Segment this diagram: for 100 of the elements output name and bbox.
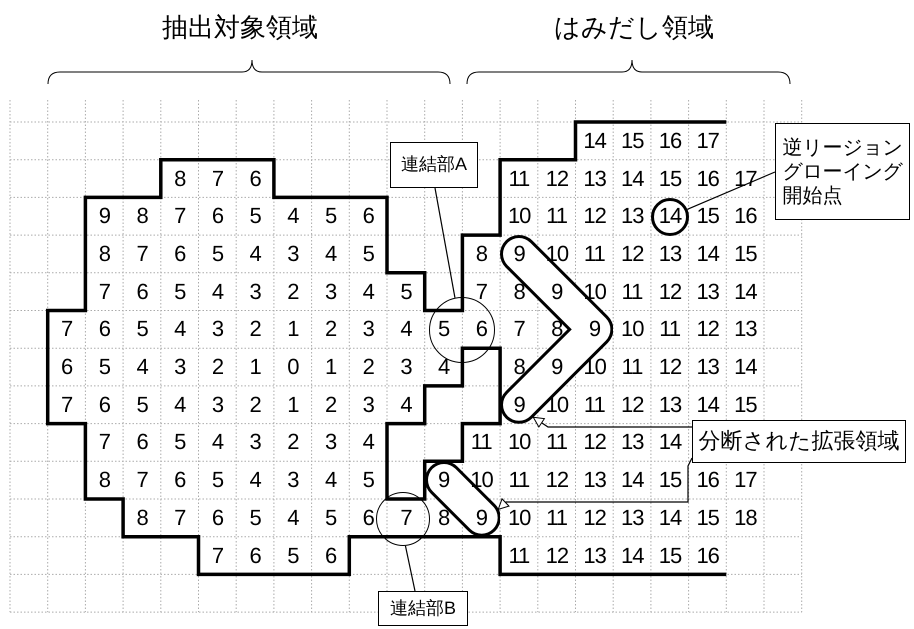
number: 4 [438,356,450,378]
number: 6 [174,469,186,492]
number: 12 [583,205,606,228]
number: 3 [250,280,261,303]
number: 4 [136,356,148,378]
number: 2 [212,356,224,378]
number: 13 [658,242,682,265]
number: 14 [621,544,644,567]
number: 4 [250,469,261,492]
number: 4 [400,394,412,416]
number: 13 [583,469,606,492]
number: 3 [287,242,298,265]
number: 4 [362,280,374,303]
number: 8 [98,242,110,265]
number: 13 [583,544,606,567]
number: 12 [546,168,568,190]
number: 3 [324,280,336,303]
leader-line [434,188,456,298]
number: 10 [508,506,530,529]
number: 15 [621,130,644,152]
number: 7 [400,506,412,529]
number: 17 [734,469,757,492]
number: 10 [470,469,493,492]
number: 13 [734,318,757,340]
start-point-circle [651,198,689,236]
number: 7 [513,318,525,340]
number: 11 [508,168,530,190]
number: 7 [61,394,72,416]
number: 8 [476,242,487,265]
number: 6 [98,394,110,416]
number: 11 [584,394,605,416]
number: 2 [250,394,261,416]
number: 11 [508,469,530,492]
number: 17 [734,168,757,190]
number: 9 [551,356,562,378]
number: 4 [287,506,298,529]
number: 3 [324,431,336,454]
region-heading: 抽出対象領域 [162,12,318,42]
number: 9 [588,318,600,340]
number: 12 [546,544,568,567]
number: 6 [362,205,374,228]
number: 8 [174,168,186,190]
leader-line [404,546,416,592]
number: 11 [508,544,530,567]
number: 5 [136,394,148,416]
number: 15 [696,506,719,529]
number: 1 [287,318,298,340]
number: 14 [696,394,719,416]
number: 6 [362,506,374,529]
number: 6 [61,356,72,378]
number: 3 [250,431,261,454]
number: 8 [513,356,525,378]
callout-box: 分断された拡張領域 [692,420,906,463]
number: 13 [696,280,719,303]
number: 12 [621,394,644,416]
number: 12 [621,242,644,265]
number: 14 [734,280,757,303]
number: 13 [696,356,719,378]
number: 17 [696,130,719,152]
number: 10 [508,431,530,454]
number: 12 [696,318,719,340]
number: 9 [476,506,487,529]
number: 5 [174,280,186,303]
number: 2 [324,318,336,340]
number: 12 [583,506,606,529]
number: 15 [734,242,757,265]
number: 7 [174,205,186,228]
number: 0 [287,356,298,378]
number: 14 [621,469,644,492]
number: 5 [400,280,412,303]
number: 12 [658,280,682,303]
number: 6 [136,280,148,303]
number: 11 [659,318,680,340]
number: 6 [250,168,261,190]
number: 5 [324,506,336,529]
number: 7 [98,431,110,454]
number: 1 [324,356,336,378]
number: 18 [734,506,757,529]
number: 10 [546,242,568,265]
number: 5 [174,431,186,454]
region-contour [424,461,500,537]
number: 5 [136,318,148,340]
number: 2 [324,394,336,416]
number: 3 [362,394,374,416]
number: 9 [551,280,562,303]
number: 16 [696,168,719,190]
callout-box: 逆リージョングローイング開始点 [775,123,910,220]
number: 4 [174,394,186,416]
number: 15 [658,168,682,190]
callout-box: 連結部A [390,142,478,188]
number: 4 [324,242,336,265]
number: 5 [324,205,336,228]
number: 4 [250,242,261,265]
number: 6 [212,205,224,228]
number: 5 [98,356,110,378]
number: 5 [250,506,261,529]
region-heading: はみだし領域 [554,12,714,42]
number: 15 [734,394,757,416]
callout-box: 連結部B [378,591,468,626]
number: 12 [546,469,568,492]
